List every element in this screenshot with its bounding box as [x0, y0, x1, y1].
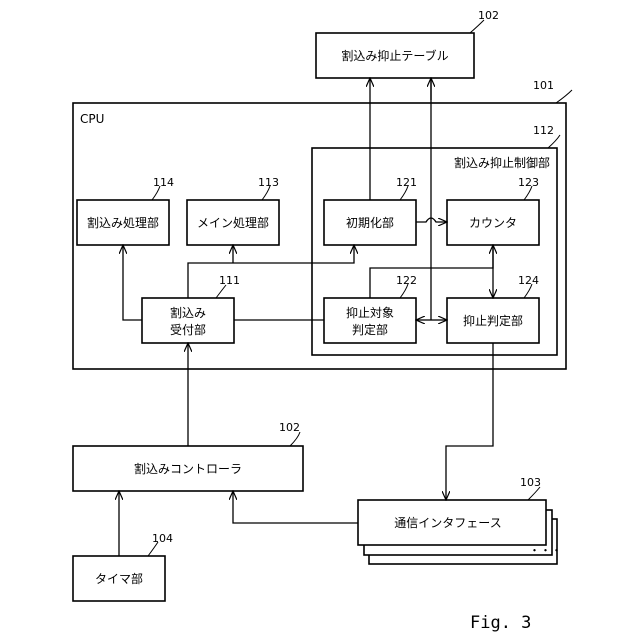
main-processing-label: メイン処理部: [197, 215, 269, 230]
counter-ref: 123: [518, 176, 539, 189]
counter-label: カウンタ: [469, 216, 517, 230]
main-processing-ref: 113: [258, 176, 279, 189]
communication-interface-block: 通信インタフェース ・・・ 103: [358, 476, 562, 564]
suppression-target-judgment-label-line1: 抑止対象: [346, 305, 394, 320]
interrupt-suppression-control-label: 割込み抑止制御部: [454, 155, 550, 170]
interface-to-controller-arrow: [233, 491, 358, 523]
timer-block: タイマ部 104: [73, 532, 173, 601]
interrupt-suppression-table-label: 割込み抑止テーブル: [341, 48, 448, 63]
communication-interface-label: 通信インタフェース: [394, 516, 501, 530]
interrupt-controller-label: 割込みコントローラ: [134, 461, 242, 476]
cpu-ref: 101: [533, 79, 554, 92]
interrupt-receiving-label-line1: 割込み: [170, 305, 206, 320]
initialization-ref: 121: [396, 176, 417, 189]
interrupt-suppression-table-block: 割込み抑止テーブル 102: [316, 9, 499, 78]
interrupt-processing-label: 割込み処理部: [87, 215, 159, 230]
cpu-label: CPU: [80, 112, 104, 126]
suppression-target-judgment-label-line2: 判定部: [352, 322, 388, 337]
interrupt-receiving-ref: 111: [219, 274, 240, 287]
interrupt-processing-ref: 114: [153, 176, 174, 189]
timer-ref: 104: [152, 532, 173, 545]
communication-interface-ref: 103: [520, 476, 541, 489]
suppression-judgment-label: 抑止判定部: [463, 313, 523, 328]
communication-interface-more: ・・・: [529, 544, 562, 557]
interrupt-suppression-table-ref: 102: [478, 9, 499, 22]
suppression-judgment-ref: 124: [518, 274, 539, 287]
suppression-target-judgment-ref: 122: [396, 274, 417, 287]
interrupt-controller-ref: 102: [279, 421, 300, 434]
figure-label: Fig. 3: [470, 613, 531, 633]
timer-label: タイマ部: [95, 571, 143, 586]
initialization-label: 初期化部: [346, 215, 394, 230]
interrupt-suppression-control-ref: 112: [533, 124, 554, 137]
interrupt-receiving-label-line2: 受付部: [170, 322, 206, 337]
